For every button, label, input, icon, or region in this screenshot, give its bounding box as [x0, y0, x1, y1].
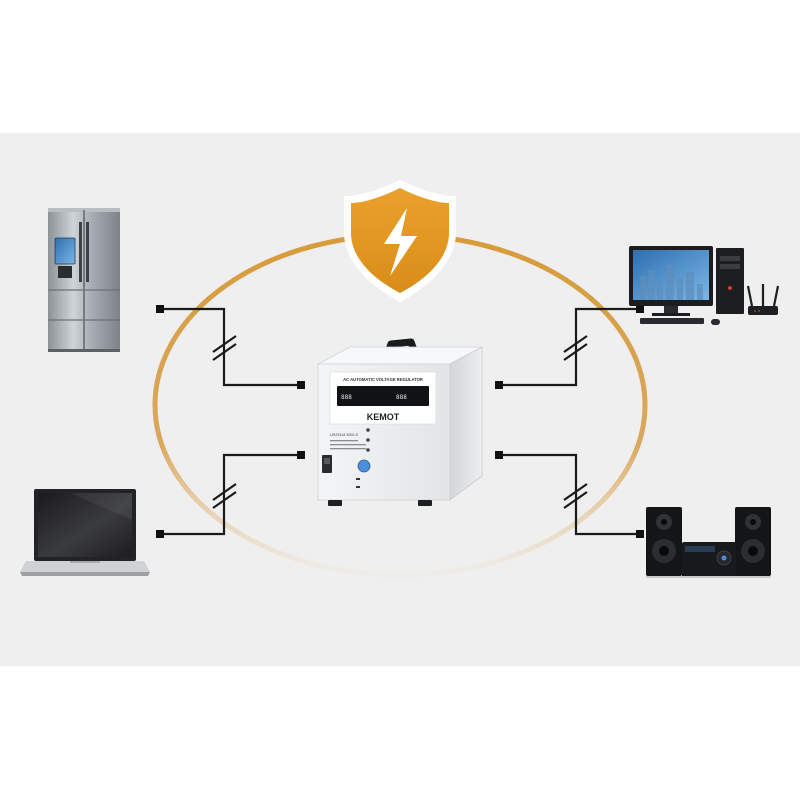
brand-logo: KEMOT: [367, 412, 400, 422]
wires: [160, 307, 640, 536]
shield-lightning-icon: [344, 180, 456, 302]
display-screen: [337, 386, 429, 406]
wire-terminals: [156, 305, 644, 538]
wire-fridge: [160, 307, 300, 387]
model-label: URZ3418 3000-S: [330, 433, 359, 437]
display-digits-left: 888: [341, 394, 352, 401]
spec-text-lines: [330, 440, 366, 450]
panel-title: AC AUTOMATIC VOLTAGE REGULATOR: [343, 377, 423, 382]
voltage-regulator: AC AUTOMATIC VOLTAGE REGULATOR 888 888 K…: [317, 338, 483, 506]
wire-laptop: [160, 453, 300, 536]
desktop-computer-icon: [629, 246, 744, 325]
laptop-icon: [20, 489, 150, 576]
indicator-light: [366, 428, 370, 432]
wire-audio: [500, 453, 640, 536]
indicator-light: [366, 448, 370, 452]
wire-computer: [500, 307, 640, 387]
reset-button: [357, 459, 371, 473]
wifi-router-icon: [746, 284, 780, 315]
indicator-light: [366, 438, 370, 442]
hifi-speakers-icon: [646, 507, 771, 578]
refrigerator-icon: [48, 208, 120, 352]
display-digits-right: 888: [396, 394, 407, 401]
